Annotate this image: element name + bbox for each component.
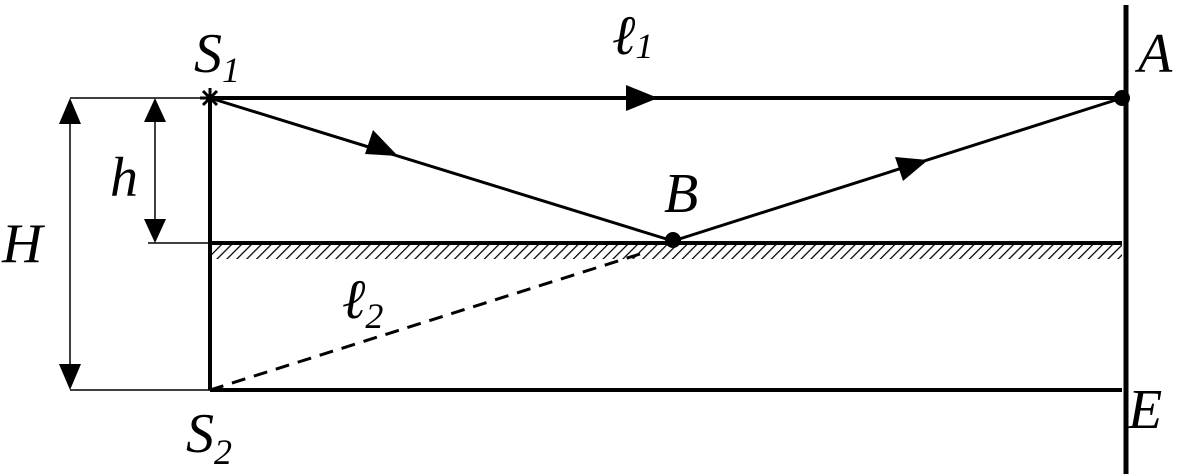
dim-H-arrow-top (59, 98, 81, 124)
label-h: h (110, 147, 138, 209)
ray-b-a (672, 96, 1123, 243)
ray-s1-b-arrow (365, 130, 398, 156)
source-s1-marker (200, 88, 220, 108)
dim-H-arrow-bottom (59, 364, 81, 390)
label-l1: ℓ1 (612, 5, 653, 67)
point-a (1114, 90, 1130, 106)
label-e: E (1127, 379, 1162, 441)
label-a: A (1134, 23, 1173, 85)
ray-l2-dashed (209, 252, 641, 392)
label-s1: S1 (194, 23, 240, 90)
label-s2: S2 (186, 403, 232, 472)
point-b (665, 232, 681, 248)
mirror-hatching (210, 245, 1122, 259)
ray-l1-arrow (626, 85, 658, 111)
dim-h-arrow-top (144, 98, 166, 122)
label-b: B (664, 163, 698, 225)
label-H: H (1, 213, 45, 275)
label-l2: ℓ2 (342, 269, 383, 336)
ray-b-a-arrow (895, 157, 928, 181)
ray-s1-b (209, 96, 674, 243)
dim-h-arrow-bottom (144, 219, 166, 243)
